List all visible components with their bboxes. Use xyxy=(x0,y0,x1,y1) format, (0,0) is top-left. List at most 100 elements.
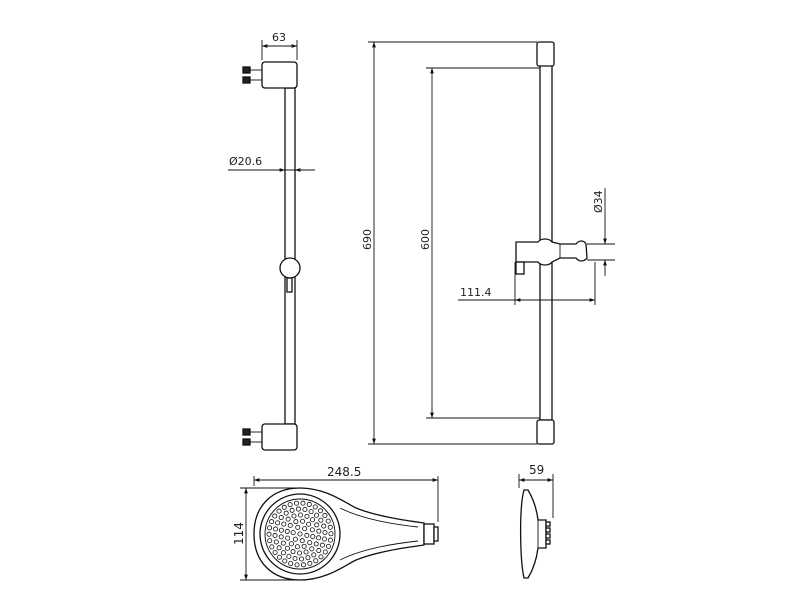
nozzle-pattern xyxy=(266,500,334,568)
nozzle-hole xyxy=(294,544,300,550)
dim-handshower-length: 248.5 xyxy=(253,465,439,522)
dim-rail-diameter: Ø20.6 xyxy=(228,155,315,172)
nozzle-hole xyxy=(299,556,305,562)
side-bottom-bracket xyxy=(536,419,555,445)
nozzle-hole xyxy=(278,514,284,520)
dim-handshower-depth: 59 xyxy=(518,463,554,518)
nozzle-hole xyxy=(297,512,303,518)
nozzle-hole xyxy=(318,508,324,514)
nozzle-hole xyxy=(278,527,284,533)
dim-text-holder-diameter: Ø34 xyxy=(592,190,605,213)
nozzle-hole xyxy=(281,521,287,527)
nozzle-hole xyxy=(299,538,305,544)
dim-text-bracket-spacing: 600 xyxy=(419,229,432,250)
nozzle-hole xyxy=(327,537,333,543)
nozzle-hole xyxy=(328,531,334,537)
handshower-side-nozzles xyxy=(545,521,551,545)
nozzle-hole xyxy=(293,500,299,506)
nozzle-hole xyxy=(272,513,278,519)
nozzle-hole xyxy=(284,545,290,551)
nozzle-hole xyxy=(275,520,281,526)
nozzle-hole xyxy=(280,550,286,556)
dim-text-rail-diameter: Ø20.6 xyxy=(229,155,262,168)
nozzle-hole xyxy=(306,501,312,507)
nozzle-hole xyxy=(287,502,293,508)
nozzle-hole xyxy=(269,544,275,550)
nozzle-hole xyxy=(306,521,312,527)
nozzle-hole xyxy=(272,533,278,539)
front-bottom-bracket xyxy=(242,423,298,451)
dim-holder-projection: 111.4 xyxy=(458,262,596,305)
nozzle-hole xyxy=(284,528,290,534)
nozzle-hole xyxy=(266,531,272,537)
nozzle-hole xyxy=(269,519,275,525)
nozzle-hole xyxy=(314,512,320,518)
nozzle-hole xyxy=(280,540,286,546)
nozzle-hole xyxy=(293,519,299,525)
nozzle-hole xyxy=(285,535,291,541)
nozzle-hole xyxy=(304,513,310,519)
dim-text-handshower-length: 248.5 xyxy=(327,465,361,479)
side-holder xyxy=(515,238,588,275)
side-view: 690 600 Ø34 111.4 xyxy=(361,41,615,445)
nozzle-hole xyxy=(311,552,317,558)
dim-text-holder-projection: 111.4 xyxy=(460,286,492,299)
nozzle-hole xyxy=(319,542,325,548)
nozzle-hole xyxy=(321,523,327,529)
nozzle-hole xyxy=(291,513,297,519)
nozzle-hole xyxy=(316,528,322,534)
nozzle-hole xyxy=(300,518,306,524)
nozzle-hole xyxy=(267,538,273,544)
side-top-bracket xyxy=(536,41,555,67)
nozzle-hole xyxy=(309,546,315,552)
front-rail xyxy=(284,87,296,425)
nozzle-hole xyxy=(282,558,288,564)
nozzle-hole xyxy=(305,555,311,561)
dim-handshower-diameter: 114 xyxy=(232,487,300,581)
nozzle-hole xyxy=(310,517,316,523)
nozzle-hole xyxy=(313,541,319,547)
nozzle-hole xyxy=(321,536,327,542)
nozzle-hole xyxy=(292,536,298,542)
nozzle-hole xyxy=(318,554,324,560)
nozzle-hole xyxy=(267,525,273,531)
nozzle-hole xyxy=(272,526,278,532)
nozzle-hole xyxy=(276,508,282,514)
nozzle-hole xyxy=(314,522,320,528)
nozzle-hole xyxy=(301,562,307,568)
nozzle-hole xyxy=(297,550,303,556)
front-top-bracket xyxy=(242,61,298,89)
dim-text-handshower-diameter: 114 xyxy=(232,522,246,545)
dim-bracket-width: 63 xyxy=(261,31,298,60)
nozzle-hole xyxy=(290,549,296,555)
nozzle-hole xyxy=(302,506,308,512)
dim-bracket-spacing: 600 xyxy=(419,67,540,419)
nozzle-hole xyxy=(272,549,278,555)
nozzle-hole xyxy=(281,504,287,510)
nozzle-hole xyxy=(276,554,282,560)
nozzle-hole xyxy=(304,532,310,538)
nozzle-hole xyxy=(287,522,293,528)
nozzle-hole xyxy=(288,561,294,567)
nozzle-hole xyxy=(318,517,324,523)
handshower-side-body xyxy=(519,489,547,579)
nozzle-hole xyxy=(309,527,315,533)
nozzle-hole xyxy=(307,560,313,566)
nozzle-hole xyxy=(295,506,301,512)
nozzle-hole xyxy=(307,540,313,546)
nozzle-hole xyxy=(325,518,331,524)
nozzle-hole xyxy=(289,507,295,513)
nozzle-hole xyxy=(310,534,316,540)
nozzle-hole xyxy=(288,541,294,547)
nozzle-hole xyxy=(322,529,328,535)
nozzle-hole xyxy=(283,510,289,516)
nozzle-hole xyxy=(322,513,328,519)
handshower-side-view: 59 xyxy=(518,463,554,579)
nozzle-hole xyxy=(297,531,303,537)
handshower-front-view: 248.5 114 xyxy=(232,465,439,581)
dim-text-handshower-depth: 59 xyxy=(529,463,544,477)
nozzle-hole xyxy=(285,516,291,522)
nozzle-hole xyxy=(290,530,296,536)
nozzle-hole xyxy=(316,548,322,554)
nozzle-hole xyxy=(292,556,298,562)
